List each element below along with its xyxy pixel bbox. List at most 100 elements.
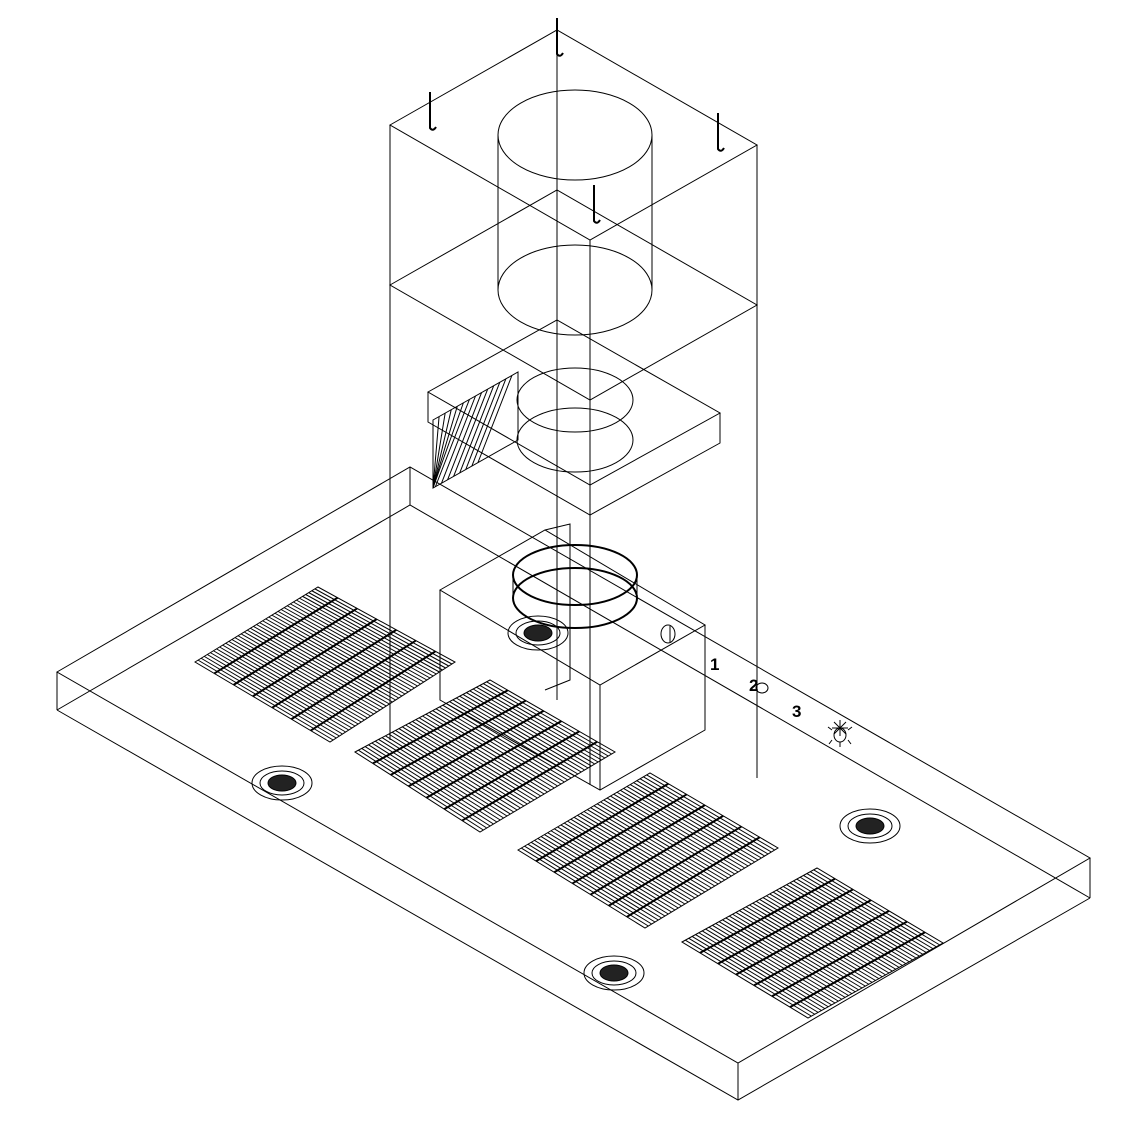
filter-mesh [299,597,437,675]
filter-hatch [477,375,513,463]
filter-mesh [779,887,907,965]
filter-mesh [268,616,406,695]
filter-mesh [280,609,418,687]
filter-mesh [391,731,518,811]
filter-mesh [742,908,870,985]
filter-mesh [590,807,719,885]
filter-mesh [524,845,652,925]
filter-mesh [701,930,829,1008]
filter-mesh [479,684,606,759]
filter-mesh [418,717,545,795]
filter-mesh [626,786,755,863]
filter-mesh [361,747,488,829]
filter-mesh [452,699,579,775]
filter-bar [252,618,378,698]
filter-hatch [434,399,470,487]
filter-mesh [459,695,585,771]
filter-mesh [722,919,849,996]
filter-mesh [445,702,572,779]
filter-mesh [527,843,656,923]
filter-mesh [222,644,359,725]
filter-bar [461,740,598,822]
filter-mesh [782,886,910,963]
filter-mesh [606,797,736,875]
filter-mesh [735,911,863,989]
filter-mesh [213,650,350,731]
filter-mesh [793,880,920,957]
slab-bottom [56,709,1091,1101]
filter-mesh [786,884,913,961]
filter-mesh [439,706,565,783]
filter-mesh [412,720,538,799]
filter-mesh [466,692,592,767]
filter-mesh [455,697,582,773]
control-label-3: 3 [792,702,802,721]
filter-mesh [633,782,762,859]
filter-mesh [540,836,669,915]
filter-mesh [643,776,772,853]
filter-mesh [646,774,775,851]
filter-mesh [718,921,846,998]
filter-mesh [613,793,742,871]
grease-filter [354,679,616,833]
filter-mesh [547,832,676,911]
filter-mesh [243,631,381,711]
filter-bar [443,730,580,811]
filter-hatch [432,402,464,489]
filter-mesh [442,704,569,781]
filter-mesh [422,715,548,793]
filter-mesh [428,711,555,789]
lower-box-sides [439,590,706,791]
light-rim [259,770,305,796]
power-icon [660,624,676,644]
filter-mesh [287,605,424,683]
filter-hatch [432,409,452,489]
filter-bar [608,825,742,907]
hanging-hook [429,92,437,131]
filter-bar [390,699,527,776]
filter-bar [271,629,397,709]
filter-mesh [557,826,686,905]
filter-mesh [580,812,709,891]
filter-mesh [358,749,484,831]
filter-hatch [465,382,501,470]
column [544,523,571,691]
filter-mesh [623,787,752,865]
filter-mesh [314,588,453,665]
filter-mesh [277,610,415,689]
filter-mesh [290,603,428,681]
filter-hatch [432,406,458,489]
filter-mesh [691,936,819,1013]
light-icon [839,808,901,844]
filter-mesh [534,839,662,919]
filter-mesh [398,728,525,807]
filter-mesh [371,742,498,823]
filter-mesh [231,639,368,719]
filter-mesh [207,654,343,735]
filter-mesh [544,834,672,913]
filter-mesh [806,873,934,950]
filter-mesh [715,923,843,1000]
filter-mesh [240,633,378,713]
filter-mesh [405,724,531,803]
filter-mesh [228,640,365,721]
filter-mesh [745,906,873,983]
blower-top [516,367,634,433]
filter-mesh [530,841,659,921]
light-icon [507,615,569,651]
slab-back-bottom [56,504,1091,899]
filter-mesh [408,722,535,801]
filter-mesh [401,726,528,805]
hanging-hook [593,185,601,224]
filter-mesh [688,937,816,1015]
filter-mesh [593,805,722,883]
filter-mesh [759,899,886,976]
filter-bar [753,909,890,987]
filter-bar [789,931,926,1009]
filter-mesh [293,601,431,679]
filter-mesh [395,729,521,809]
filter-mesh [253,625,390,705]
filter-hatch [432,416,440,489]
